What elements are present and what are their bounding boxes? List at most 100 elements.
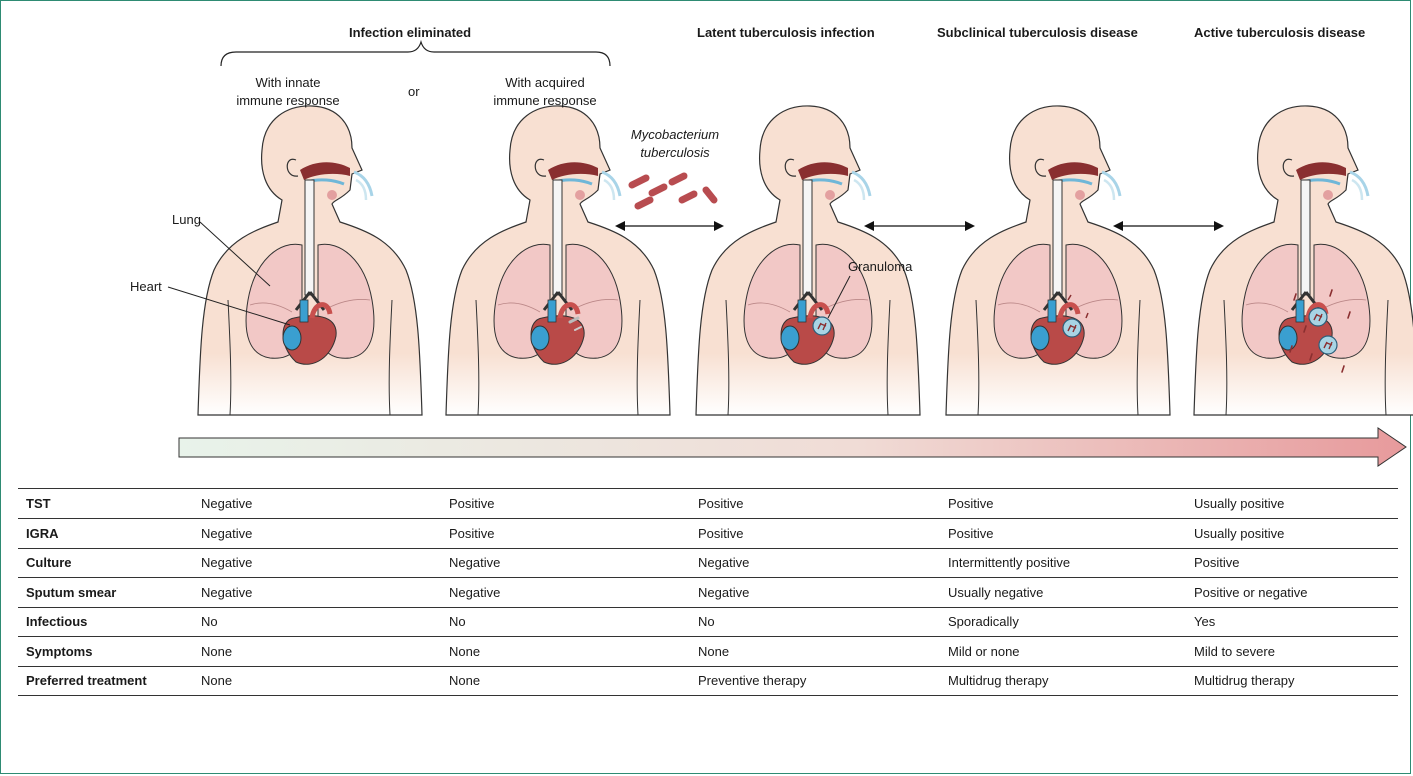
vena-cava bbox=[548, 300, 556, 322]
table-row: Symptoms None None None Mild or none Mild to … bbox=[18, 637, 1398, 667]
human-figure-1 bbox=[198, 106, 422, 415]
trachea bbox=[1301, 180, 1310, 295]
arrow-latent-subclinical-head-left bbox=[864, 221, 874, 231]
table-cell: Negative bbox=[201, 489, 252, 518]
human-figure-4 bbox=[946, 106, 1170, 415]
heart-vessel bbox=[1279, 326, 1297, 350]
progression-arrow bbox=[179, 428, 1406, 466]
breath bbox=[356, 180, 366, 200]
row-header: Culture bbox=[26, 548, 72, 577]
arrow-subclinical-active-head-right bbox=[1214, 221, 1224, 231]
table-cell: Negative bbox=[201, 548, 252, 577]
arrow-latent-subclinical-head-right bbox=[965, 221, 975, 231]
vena-cava bbox=[1296, 300, 1304, 322]
table-cell: Positive bbox=[948, 519, 994, 548]
breath bbox=[604, 180, 614, 200]
cheek bbox=[327, 190, 337, 200]
table-row: Preferred treatment None None Preventive th… bbox=[18, 666, 1398, 696]
vena-cava bbox=[798, 300, 806, 322]
table-cell: None bbox=[449, 666, 480, 695]
heart-vessel bbox=[531, 326, 549, 350]
human-figure-5 bbox=[1194, 106, 1413, 415]
table-cell: Intermittently positive bbox=[948, 548, 1070, 577]
table-cell: Negative bbox=[449, 578, 500, 607]
granuloma-latent bbox=[813, 317, 831, 335]
table-cell: Sporadically bbox=[948, 607, 1019, 636]
table-cell: Positive bbox=[698, 489, 744, 518]
heart-vessel bbox=[781, 326, 799, 350]
breath bbox=[854, 180, 864, 200]
table-cell: None bbox=[698, 637, 729, 666]
row-header: Preferred treatment bbox=[26, 666, 147, 695]
row-header: TST bbox=[26, 489, 51, 518]
table-cell: Positive bbox=[449, 519, 495, 548]
label-heart: Heart bbox=[130, 279, 162, 294]
trachea bbox=[803, 180, 812, 295]
trachea bbox=[553, 180, 562, 295]
table-cell: No bbox=[698, 607, 715, 636]
granuloma-active-1 bbox=[1309, 308, 1327, 326]
table-cell: None bbox=[449, 637, 480, 666]
granuloma-active-2 bbox=[1319, 336, 1337, 354]
breath bbox=[1352, 180, 1362, 200]
table-cell: No bbox=[201, 607, 218, 636]
breath bbox=[1102, 172, 1120, 196]
arrow-acquired-latent-head-left bbox=[615, 221, 625, 231]
table-cell: Usually positive bbox=[1194, 519, 1284, 548]
trachea bbox=[1053, 180, 1062, 295]
vena-cava bbox=[300, 300, 308, 322]
cheek bbox=[1323, 190, 1333, 200]
breath bbox=[852, 172, 870, 196]
table-cell: Usually positive bbox=[1194, 489, 1284, 518]
table-cell: Negative bbox=[201, 519, 252, 548]
table-row: IGRA Negative Positive Positive Positive Usua… bbox=[18, 519, 1398, 549]
label-mycobacterium: Mycobacterium tuberculosis bbox=[620, 126, 730, 162]
table-cell: Negative bbox=[698, 548, 749, 577]
vena-cava bbox=[1048, 300, 1056, 322]
row-header: Symptoms bbox=[26, 637, 92, 666]
subheader-innate: With innate immune response bbox=[228, 74, 348, 110]
breath bbox=[354, 172, 372, 196]
mycobacterium bbox=[632, 178, 646, 185]
arrow-acquired-latent-head-right bbox=[714, 221, 724, 231]
table-cell: Positive bbox=[948, 489, 994, 518]
row-header: IGRA bbox=[26, 519, 59, 548]
table-cell: None bbox=[201, 666, 232, 695]
table-cell: Negative bbox=[449, 548, 500, 577]
cheek bbox=[575, 190, 585, 200]
table-cell: Multidrug therapy bbox=[1194, 666, 1294, 695]
heart-vessel bbox=[1031, 326, 1049, 350]
granuloma-subclinical bbox=[1063, 319, 1081, 337]
trachea bbox=[305, 180, 314, 295]
table-cell: Positive bbox=[449, 489, 495, 518]
mycobacterium bbox=[638, 200, 650, 206]
label-lung: Lung bbox=[172, 212, 201, 227]
table-cell: Positive bbox=[698, 519, 744, 548]
table-cell: Multidrug therapy bbox=[948, 666, 1048, 695]
breath bbox=[602, 172, 620, 196]
breath bbox=[1104, 180, 1114, 200]
label-granuloma: Granuloma bbox=[848, 259, 912, 274]
subheader-or: or bbox=[408, 83, 420, 101]
table-cell: Positive or negative bbox=[1194, 578, 1307, 607]
table-cell: No bbox=[449, 607, 466, 636]
table-cell: Preventive therapy bbox=[698, 666, 806, 695]
table-cell: Mild or none bbox=[948, 637, 1020, 666]
heart-vessel bbox=[283, 326, 301, 350]
table-cell: Positive bbox=[1194, 548, 1240, 577]
cheek bbox=[1075, 190, 1085, 200]
table-cell: Usually negative bbox=[948, 578, 1043, 607]
table-cell: Negative bbox=[201, 578, 252, 607]
row-header: Infectious bbox=[26, 607, 87, 636]
table-row: Culture Negative Negative Negative Intermitt… bbox=[18, 548, 1398, 578]
table-cell: Mild to severe bbox=[1194, 637, 1275, 666]
brace-infection-eliminated bbox=[221, 42, 610, 66]
table-cell: None bbox=[201, 637, 232, 666]
subheader-acquired: With acquired immune response bbox=[480, 74, 610, 110]
mycobacterium bbox=[672, 176, 684, 182]
mycobacterium bbox=[682, 194, 694, 200]
cheek bbox=[825, 190, 835, 200]
mycobacterium bbox=[706, 190, 714, 200]
mycobacterium bbox=[652, 187, 664, 193]
